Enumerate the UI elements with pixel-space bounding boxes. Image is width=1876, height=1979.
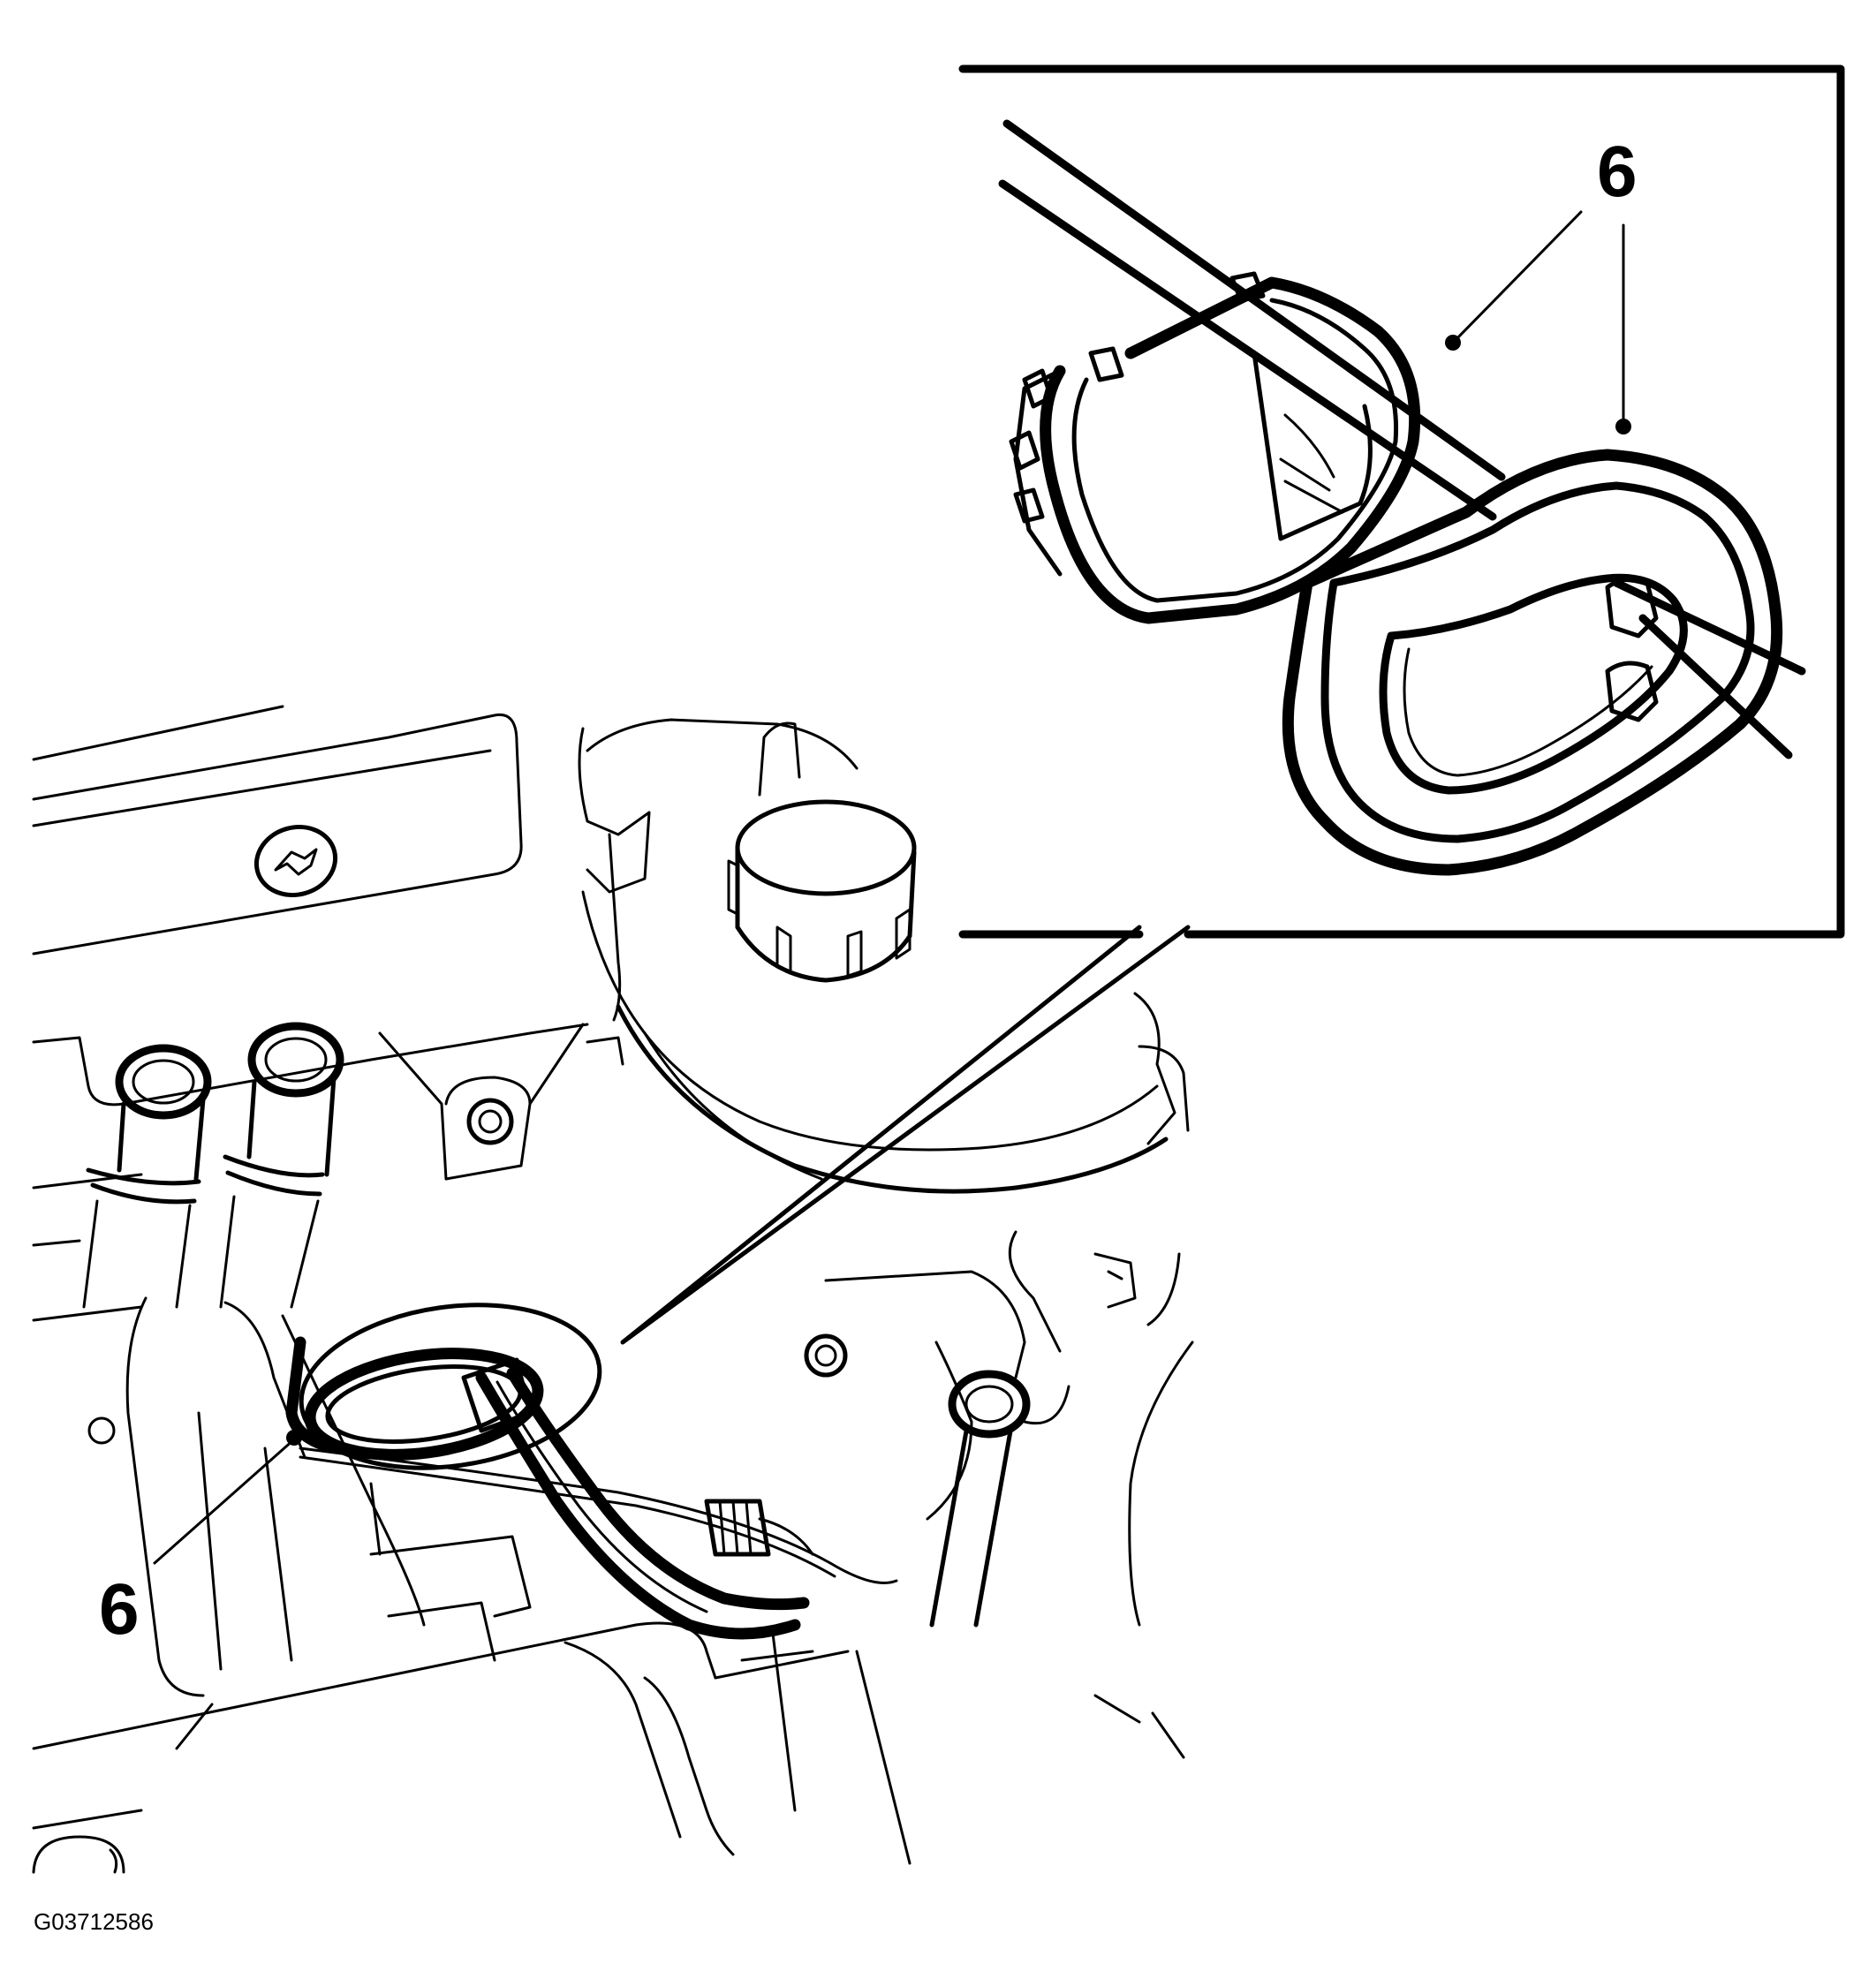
bolt-1 bbox=[466, 1098, 514, 1145]
reservoir-rim-2 bbox=[643, 1031, 823, 1181]
reservoir-dome bbox=[581, 718, 1159, 1152]
lower-plate-2 bbox=[564, 1641, 735, 1856]
reservoir-cap bbox=[727, 721, 917, 983]
engine-bay-illustration bbox=[32, 705, 1194, 1874]
harness-a bbox=[475, 1371, 801, 1640]
hose-clip bbox=[578, 727, 651, 1066]
harness-connector bbox=[461, 1357, 533, 1433]
callout-inset-1 bbox=[1445, 210, 1583, 351]
right-assembly bbox=[1133, 992, 1190, 1326]
detail-inset bbox=[958, 64, 1845, 939]
grommet-half-open bbox=[1009, 271, 1421, 624]
callout-leader bbox=[1454, 210, 1583, 342]
harness-b bbox=[506, 1367, 810, 1611]
left-loop bbox=[32, 1835, 125, 1874]
panel-plug-slot bbox=[274, 848, 318, 876]
callout-label: 6 bbox=[1597, 132, 1638, 212]
callout-dot bbox=[1615, 419, 1631, 434]
right-bracket bbox=[1093, 1252, 1137, 1309]
inset-rod-top bbox=[1002, 119, 1506, 481]
thin-wire bbox=[299, 1446, 898, 1584]
threaded-fitting bbox=[704, 1499, 814, 1557]
harness-inner bbox=[495, 1380, 708, 1613]
lower-block bbox=[369, 1482, 532, 1618]
upright-tube-top bbox=[948, 1370, 1031, 1439]
panel-plug bbox=[253, 824, 338, 898]
lower-block-2 bbox=[387, 1601, 496, 1662]
callout-inset-2: 6 bbox=[1597, 132, 1638, 434]
callout-main: 6 bbox=[99, 1430, 302, 1650]
callout-label: 6 bbox=[99, 1569, 140, 1650]
inset-frame bbox=[958, 64, 1845, 939]
thin-wire-2 bbox=[299, 1455, 836, 1578]
lower-hose-2 bbox=[197, 1411, 293, 1671]
mid-strut bbox=[175, 1632, 814, 1812]
upper-panel-edge bbox=[32, 705, 523, 956]
grommet-installed bbox=[285, 1303, 602, 1470]
callout-dot bbox=[286, 1430, 302, 1446]
ledge-edge bbox=[32, 1023, 589, 1107]
tube-pair bbox=[82, 1022, 344, 1309]
engine-block-right bbox=[1008, 1230, 1194, 1759]
grommet-half-closed bbox=[1282, 449, 1783, 876]
reservoir-rim bbox=[616, 1004, 1169, 1194]
callout-dot bbox=[1445, 335, 1461, 351]
inset-rod-end-b bbox=[1638, 614, 1793, 759]
bolt-2 bbox=[804, 1333, 848, 1378]
upper-panel-lip bbox=[32, 749, 492, 827]
callout-leader bbox=[153, 1438, 296, 1565]
bolt-3 bbox=[87, 1416, 116, 1445]
upright-tube bbox=[929, 1424, 1014, 1628]
figure-id: G03712586 bbox=[34, 1908, 154, 1935]
lower-hose bbox=[125, 1296, 426, 1697]
lower-plate-3 bbox=[714, 1650, 1141, 1865]
lower-plate bbox=[32, 1621, 717, 1830]
valve-cover bbox=[378, 1023, 585, 1181]
engine-block-mid bbox=[824, 1270, 1070, 1521]
inset-leader-line bbox=[620, 925, 1191, 1345]
